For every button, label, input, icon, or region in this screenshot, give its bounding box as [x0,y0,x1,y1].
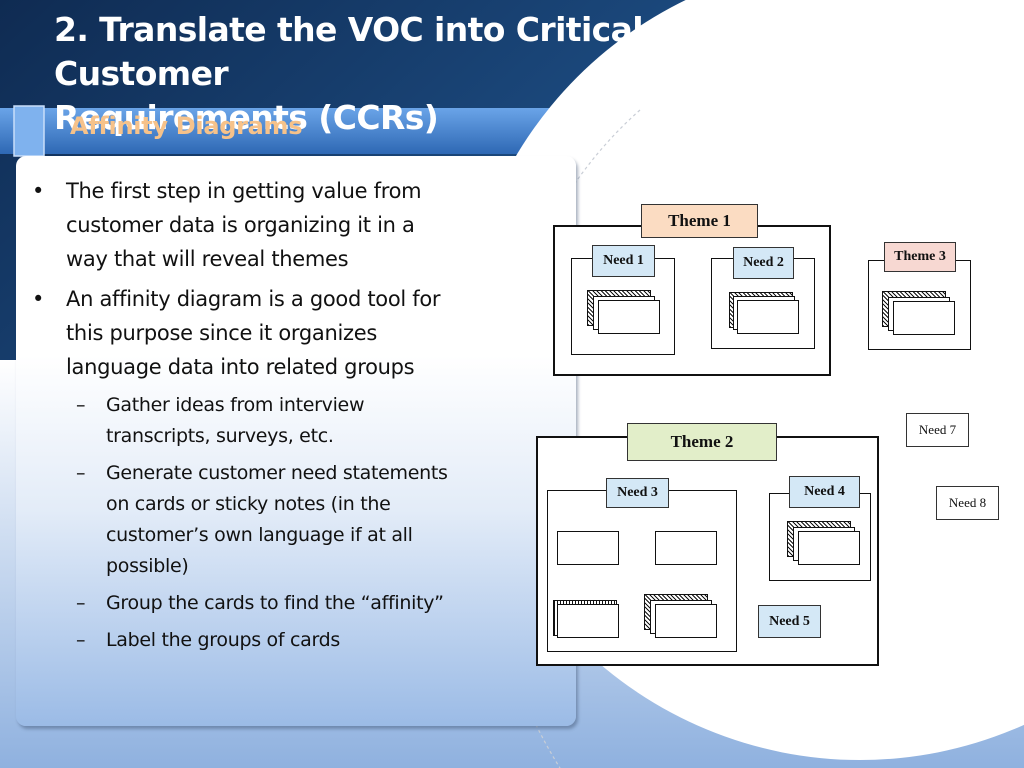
sub-bullet-text-line: Generate customer need statements [106,462,448,484]
slide-title-line-1: 2. Translate the VOC into Critical Custo… [54,10,644,93]
slide-title-line-2: Requirements (CCRs) [54,98,439,137]
card [655,531,717,565]
sub-bullet-item: – Gather ideas from interview transcript… [30,390,500,452]
bullet-list: • The first step in getting value from c… [30,174,500,662]
theme-2-label: Theme 2 [627,423,777,461]
dash-mark: – [76,629,86,651]
sub-bullet-item: – Label the groups of cards [30,625,500,656]
slide-title: 2. Translate the VOC into Critical Custo… [54,8,814,140]
need-1-label: Need 1 [592,245,655,277]
need-7-card: Need 7 [906,413,969,447]
bullet-text-line: An affinity diagram is a good tool for [66,287,441,311]
slide-subtitle: Affinity Diagrams [70,112,303,140]
card [557,531,619,565]
content-panel [16,156,576,726]
bullet-text-line: The first step in getting value from [66,179,422,203]
sub-bullet-text-line: possible) [106,555,189,577]
need-2-label: Need 2 [733,247,794,279]
need-5-label: Need 5 [758,605,821,638]
sub-bullet-item: – Group the cards to find the “affinity” [30,588,500,619]
bullet-text-line: this purpose since it organizes [66,321,377,345]
dash-mark: – [76,462,86,484]
dash-mark: – [76,394,86,416]
bullet-item: • An affinity diagram is a good tool for… [30,282,500,384]
bullet-item: • The first step in getting value from c… [30,174,500,276]
sub-bullet-text-line: transcripts, surveys, etc. [106,425,334,447]
theme-3-label: Theme 3 [884,242,956,272]
card [655,604,717,638]
card [737,300,799,334]
subtitle-band-tab [13,105,45,157]
dash-mark: – [76,592,86,614]
sub-bullet-text-line: Group the cards to find the “affinity” [106,592,444,614]
need-8-card: Need 8 [936,486,999,520]
bullet-text-line: way that will reveal themes [66,247,349,271]
sub-bullet-item: – Generate customer need statements on c… [30,458,500,582]
need-4-label: Need 4 [789,476,860,508]
bullet-text-line: customer data is organizing it in a [66,213,415,237]
bullet-mark: • [32,287,45,311]
bullet-mark: • [32,179,45,203]
card [557,604,619,638]
need-3-label: Need 3 [606,478,669,508]
card [893,301,955,335]
sub-bullet-text-line: Label the groups of cards [106,629,341,651]
card [798,531,860,565]
card [598,300,660,334]
sub-bullet-text-line: customer’s own language if at all [106,524,413,546]
sub-bullet-text-line: Gather ideas from interview [106,394,365,416]
theme-1-label: Theme 1 [641,204,758,238]
bullet-text-line: language data into related groups [66,355,415,379]
sub-bullet-text-line: on cards or sticky notes (in the [106,493,391,515]
